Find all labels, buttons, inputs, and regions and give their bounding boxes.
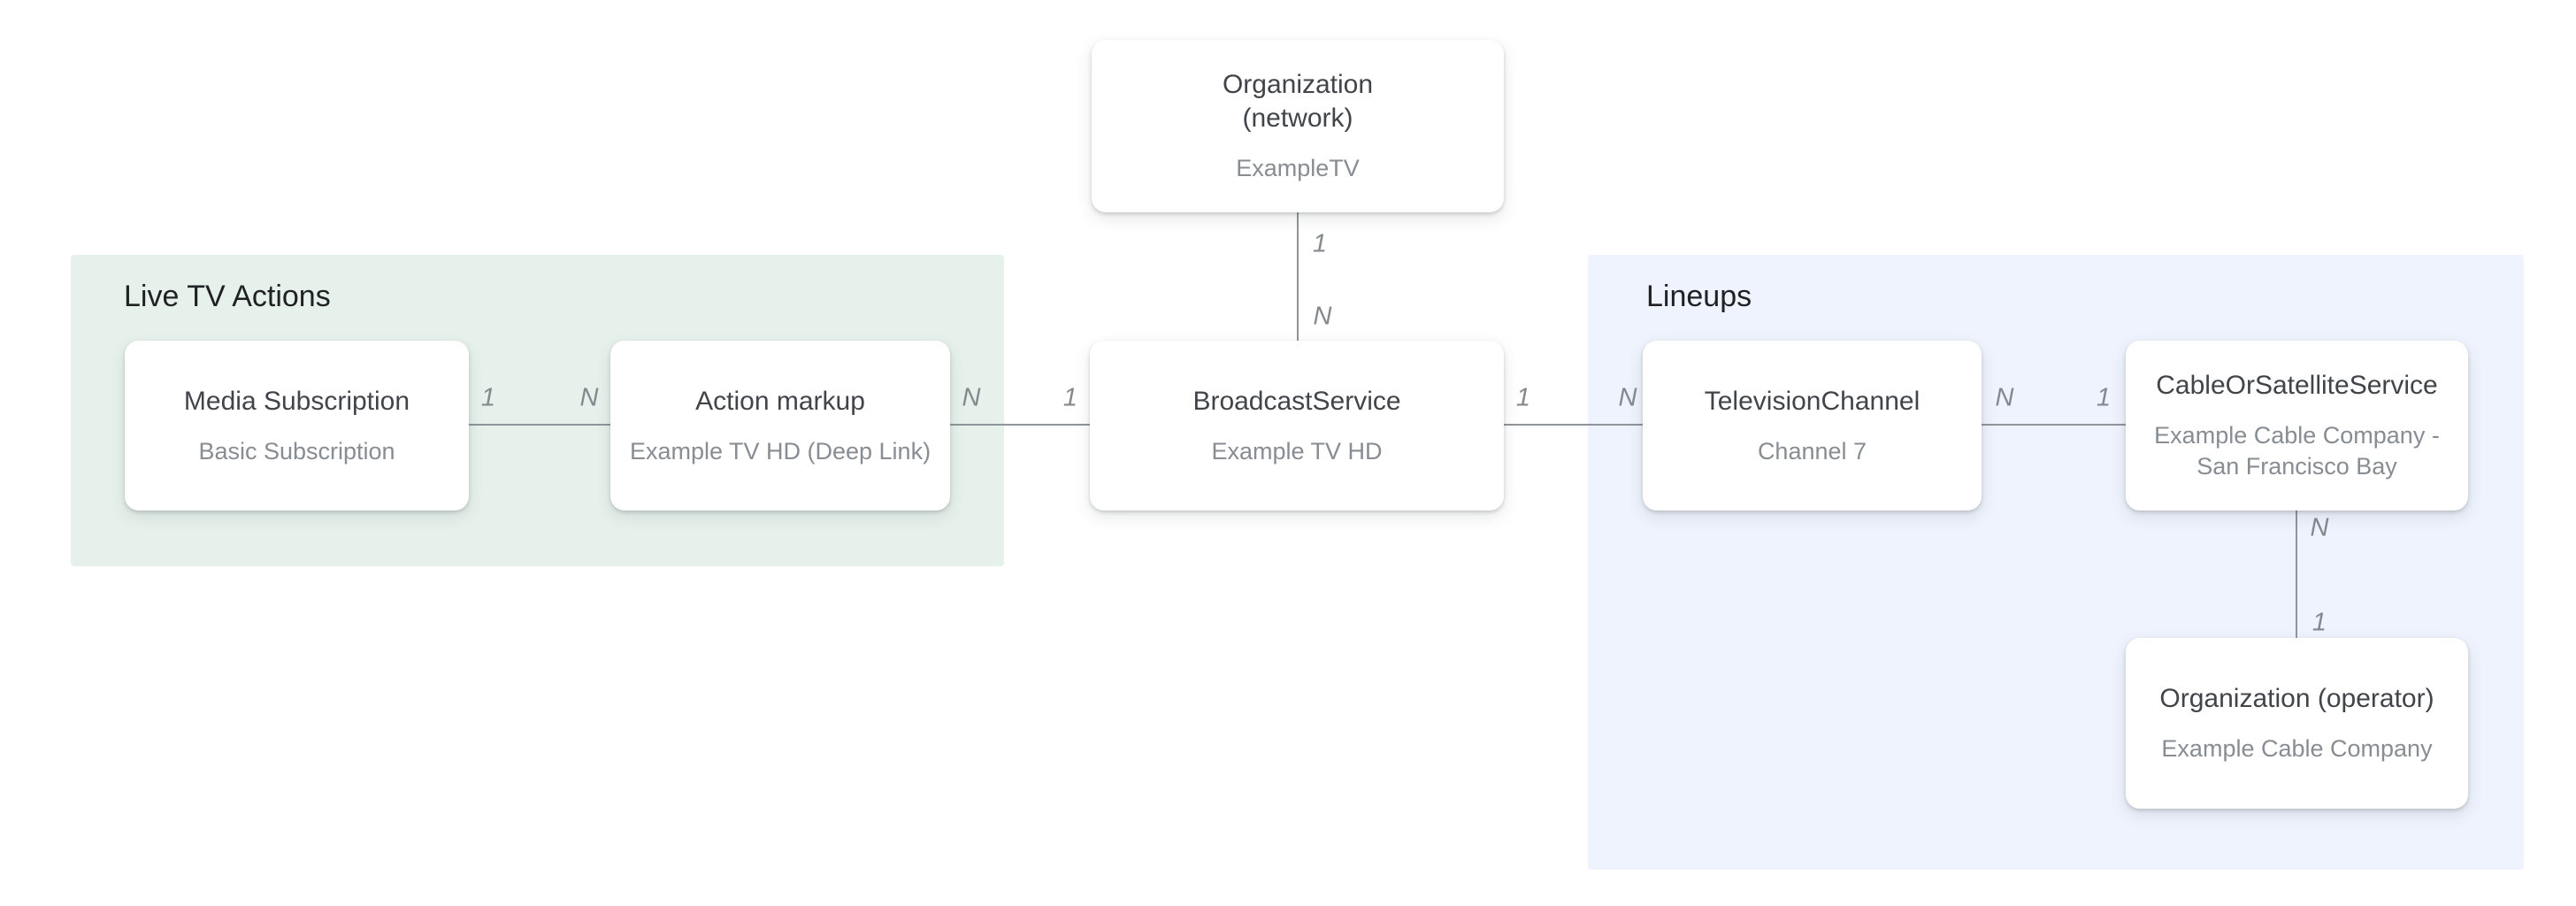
node-subtitle: Channel 7 [1757,437,1867,465]
connector-network-to-broadcast [1297,212,1299,341]
node-title: CableOrSatelliteService [2156,371,2438,400]
cardinality-label: 1 [1062,383,1078,412]
cardinality-label: 1 [2096,383,2112,412]
cardinality-label: N [2310,513,2329,542]
node-title: TelevisionChannel [1704,386,1920,416]
cardinality-label: N [962,383,981,412]
node-subtitle: ExampleTV [1236,155,1360,181]
node-television-channel: TelevisionChannel Channel 7 [1643,341,1982,511]
connector-broadcast-to-tv [1504,424,1643,426]
cardinality-label: 1 [1515,383,1531,412]
node-subtitle: Example Cable Company - San Francisco Ba… [2154,422,2440,480]
region-title-live-tv-actions: Live TV Actions [124,280,331,313]
node-subtitle: Basic Subscription [198,437,395,465]
connector-media-to-action [469,424,610,426]
cardinality-label: N [1995,383,2014,412]
cardinality-label: N [579,383,599,412]
cardinality-label: 1 [2312,608,2327,637]
node-subtitle: Example TV HD [1211,437,1383,465]
connector-action-to-broadcast [950,424,1090,426]
cardinality-label: N [1313,302,1332,331]
node-subtitle: Example TV HD (Deep Link) [629,437,932,465]
cardinality-label: N [1618,383,1637,412]
node-organization-network: Organization (network) ExampleTV [1092,40,1504,212]
node-organization-operator: Organization (operator) Example Cable Co… [2126,638,2468,809]
node-title: Organization (network) [1222,70,1374,133]
node-title: BroadcastService [1192,386,1401,416]
cardinality-label: 1 [480,383,496,412]
cardinality-label: 1 [1312,229,1328,258]
region-title-lineups: Lineups [1646,280,1752,313]
node-subtitle: Example Cable Company [2161,735,2433,762]
connector-tv-to-cable [1982,424,2126,426]
node-title: Media Subscription [183,386,410,416]
node-title: Action markup [695,386,865,416]
node-broadcast-service: BroadcastService Example TV HD [1090,341,1504,511]
node-action-markup: Action markup Example TV HD (Deep Link) [610,341,950,511]
node-cable-or-satellite-service: CableOrSatelliteService Example Cable Co… [2126,341,2468,511]
node-title: Organization (operator) [2159,684,2434,713]
node-media-subscription: Media Subscription Basic Subscription [125,341,469,511]
connector-cable-to-operator [2296,511,2297,638]
